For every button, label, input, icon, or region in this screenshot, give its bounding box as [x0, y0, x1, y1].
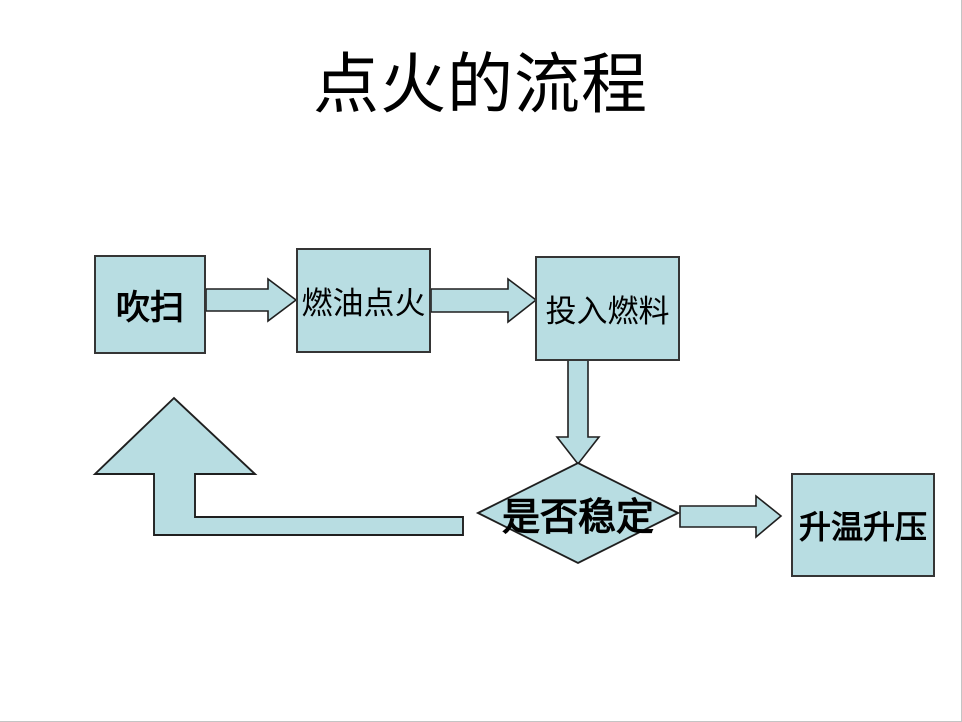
decision-diamond-shape	[475, 461, 681, 565]
decision-stable-check: 是否稳定	[478, 492, 678, 539]
flow-node-fuel-feed: 投入燃料	[535, 256, 680, 361]
flow-node-heat-up-label: 升温升压	[798, 508, 927, 546]
flow-node-oil-ignition: 燃油点火	[296, 248, 431, 353]
flow-node-heat-up: 升温升压	[791, 473, 935, 577]
flow-node-fuel-feed-label: 投入燃料	[545, 294, 670, 330]
flow-node-purge: 吹扫	[94, 255, 206, 354]
arrow-decision-to-heatup	[679, 494, 783, 539]
arrow-purge-to-ignition	[205, 277, 298, 323]
arrow-ignition-to-fuel	[430, 277, 538, 324]
decision-stable-check-label: 是否稳定	[501, 493, 654, 539]
flow-node-purge-label: 吹扫	[116, 288, 184, 328]
slide-title: 点火的流程	[313, 46, 648, 123]
flow-node-oil-ignition-label: 燃油点火	[301, 286, 426, 322]
feedback-bent-up-arrow	[92, 396, 464, 536]
arrow-fuel-to-decision	[555, 359, 601, 466]
